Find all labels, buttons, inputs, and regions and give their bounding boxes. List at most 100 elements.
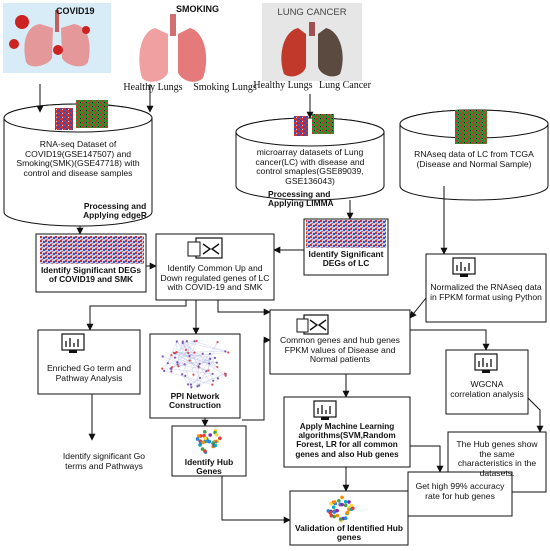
ppi-node [188,359,191,362]
box-ppi-network [149,333,241,419]
virus-icon [9,15,90,55]
ppi-edge [167,355,172,364]
ppi-node [192,373,195,376]
ppi-edge [176,351,215,359]
ppi-node [212,379,215,382]
enriched-go-label: Enriched Go term and Pathway Analysis [46,363,132,383]
box-common-up-down [155,233,275,301]
ppi-node [177,365,180,368]
lc-cancer-caption: Lung Cancer [319,80,371,91]
ppi-edge [171,368,213,375]
gene-dot [202,433,206,438]
gene-dot [343,500,348,504]
ppi-node [198,384,201,387]
ppi-node [201,352,204,355]
lung-cancer-image [262,3,362,81]
dataset-tcga-label: RNAseq data of LC from TCGA (Disease and… [414,149,534,169]
ppi-edge [176,341,226,376]
arrow [221,476,291,524]
ppi-node [216,377,220,380]
ppi-edge [182,341,226,352]
ppi-node [198,376,202,380]
ppi-edge [182,342,213,385]
ppi-edge [197,371,207,387]
ppi-node [175,340,178,343]
gene-dot [340,495,344,500]
ppi-edge [210,342,218,359]
box-accuracy [407,471,513,517]
gene-dot [343,503,348,508]
ppi-node [166,362,169,365]
ppi-node [184,374,187,378]
lungs-icon [139,14,207,82]
gene-dot [218,436,222,441]
ppi-node [161,367,164,370]
arrow [410,445,444,473]
ppi-node [208,352,211,355]
ppi-node [208,362,211,365]
degs-covid-smk-label: Identify Significant DEGs of COVID19 and… [40,265,142,285]
dataset-cylinder-microarray [235,114,385,201]
ppi-node [205,370,208,373]
ppi-edge [162,351,177,369]
ppi-node [189,383,193,386]
ppi-edge [177,341,188,363]
gene-dot [329,501,333,506]
lung-cancer-title: LUNG CANCER [277,7,347,18]
ppi-edge [194,341,229,353]
ppi-node [188,354,191,358]
gene-dot [329,513,334,518]
gene-dot [196,434,201,438]
ppi-node [170,367,173,371]
monitor-chart-icon [452,257,476,277]
ppi-edge [197,373,226,387]
arrow [217,300,271,316]
degs-lc-label: Identify Significant DEGs of LC [308,249,384,269]
gene-cluster-icon [195,429,222,454]
ppi-node [213,356,217,359]
ppi-node [170,370,173,373]
wgcna-label: WGCNA correlation analysis [450,379,524,399]
ppi-node [193,340,196,343]
ppi-edge [186,341,199,367]
box-enriched-go [37,329,141,395]
ppi-node [185,339,188,343]
gene-dot [345,510,350,515]
monitor-chart-icon [313,400,337,420]
gene-dot [331,505,336,510]
ppi-node [161,355,164,358]
ppi-node [198,362,201,365]
ppi-node [187,351,190,354]
ppi-node [216,365,219,369]
ppi-node [215,361,218,364]
hub-same-label: The Hub genes show the same characterist… [456,439,538,478]
common-hub-fpkm-label: Common genes and hub genes FPKM values o… [280,335,400,365]
ppi-node [227,351,230,354]
ppi-network-label: PPI Network Construction [168,391,222,411]
gene-dot [349,503,354,508]
ppi-edge [164,370,213,385]
smoking-title: SMOKING [176,4,220,14]
ppi-node [209,357,212,360]
arrow [409,297,427,319]
ppi-edge [202,353,218,368]
normalized-fpkm-label: Normalized the RNAseq data in FPKM forma… [430,282,542,302]
heatmap-icon [40,236,144,264]
ppi-node [224,350,227,353]
ppi-edge [197,366,199,387]
gene-dot [200,447,205,451]
heatmap-icon [55,100,108,130]
ppi-node [197,365,200,368]
gene-dot [332,514,336,519]
edger-label: Processing and Applying edgeR [83,201,147,221]
box-hub-genes [171,425,247,477]
ppi-edge [162,356,185,365]
covid-lungs-image [3,3,111,73]
ppi-node [163,369,166,373]
ppi-edge [212,373,226,385]
ppi-node [190,386,193,389]
ppi-edge [171,355,189,385]
monitor-chart-icon [61,333,85,353]
sig-go-terms-label: Identify significant Go terms and Pathwa… [62,451,146,471]
arrow [86,300,187,331]
